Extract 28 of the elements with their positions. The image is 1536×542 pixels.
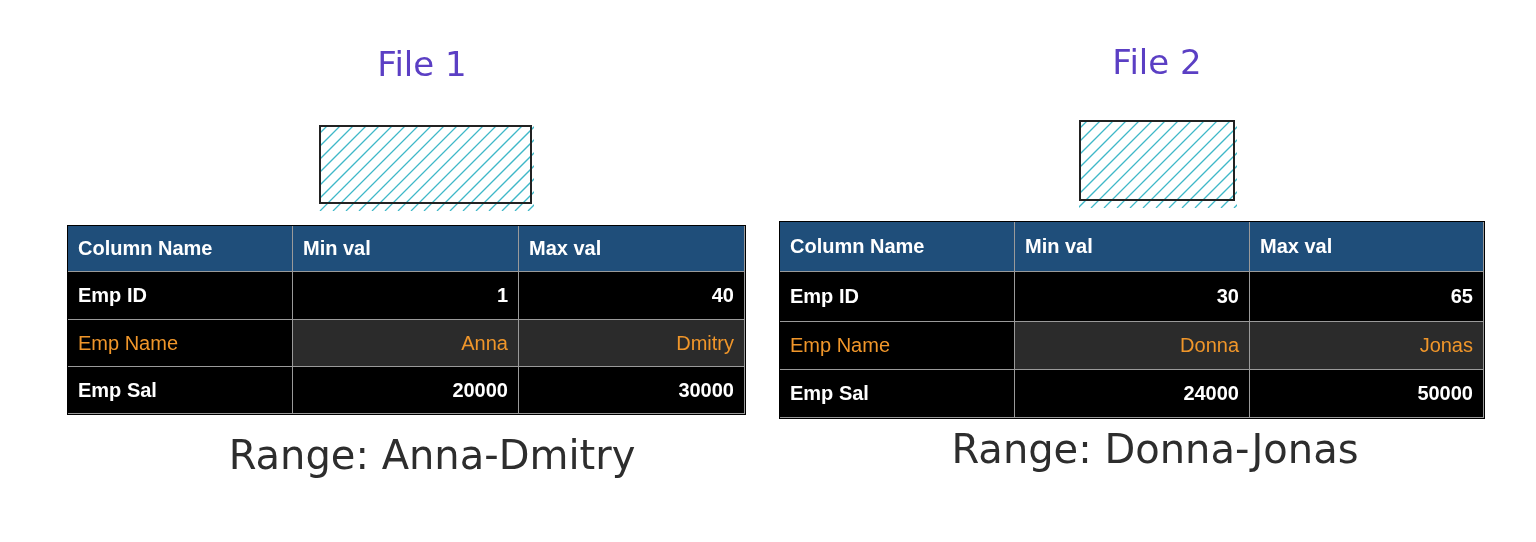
- table-cell: Anna: [293, 320, 519, 367]
- table-cell: Emp Sal: [780, 370, 1015, 418]
- header-cell: Max val: [519, 226, 745, 272]
- range-note: Range: Anna-Dmitry: [228, 432, 636, 478]
- header-cell: Column Name: [780, 222, 1015, 272]
- table-cell: Emp ID: [780, 272, 1015, 322]
- table-cell: 20000: [293, 367, 519, 414]
- range-note: Range: Donna-Jonas: [951, 426, 1359, 472]
- table-cell: 30000: [519, 367, 745, 414]
- header-cell: Max val: [1250, 222, 1484, 272]
- table-cell: Jonas: [1250, 322, 1484, 370]
- header-cell: Min val: [1015, 222, 1250, 272]
- table-cell: 65: [1250, 272, 1484, 322]
- table-cell: Emp ID: [68, 272, 293, 320]
- file-label: File 2: [1112, 42, 1202, 82]
- table-cell: 40: [519, 272, 745, 320]
- table-cell: Emp Name: [780, 322, 1015, 370]
- table-cell: Emp Sal: [68, 367, 293, 414]
- table-cell: Donna: [1015, 322, 1250, 370]
- header-cell: Column Name: [68, 226, 293, 272]
- table-cell: 24000: [1015, 370, 1250, 418]
- table-cell: 50000: [1250, 370, 1484, 418]
- file-label: File 1: [377, 44, 467, 84]
- header-cell: Min val: [293, 226, 519, 272]
- table-cell: 1: [293, 272, 519, 320]
- table-cell: 30: [1015, 272, 1250, 322]
- table-cell: Dmitry: [519, 320, 745, 367]
- table-cell: Emp Name: [68, 320, 293, 367]
